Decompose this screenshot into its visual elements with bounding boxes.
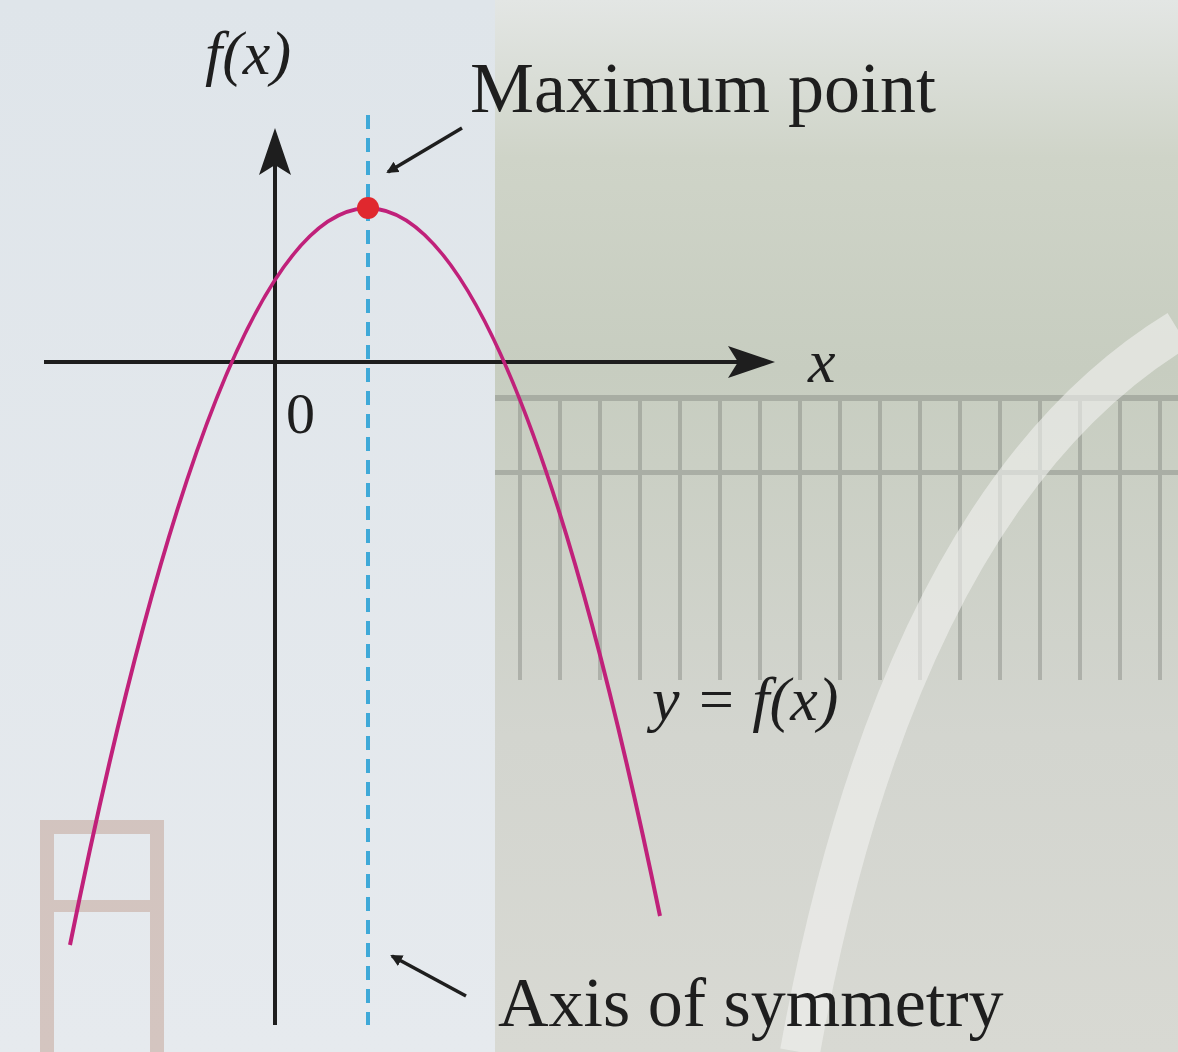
callout-label: Maximum point [470,52,936,124]
parabola-curve [70,208,660,945]
origin-label: 0 [286,385,315,443]
bridge-tower [40,820,164,1052]
x-axis-arrowhead [728,346,775,378]
axis-label: f(x) [205,22,291,84]
callout-label: Axis of symmetry [498,968,1004,1038]
sky-panel [0,0,495,1052]
leader-arrow [392,956,466,996]
function-label: y = f(x) [652,668,838,730]
y-axis-arrowhead [259,128,291,175]
x-axis [44,360,760,364]
axis-of-symmetry-line [366,115,370,1025]
axis-label: x [808,330,836,392]
photo-panel [495,0,1178,1052]
maximum-point-dot [357,197,379,219]
leader-arrow [388,128,462,172]
fountain-jet [800,330,1178,1052]
